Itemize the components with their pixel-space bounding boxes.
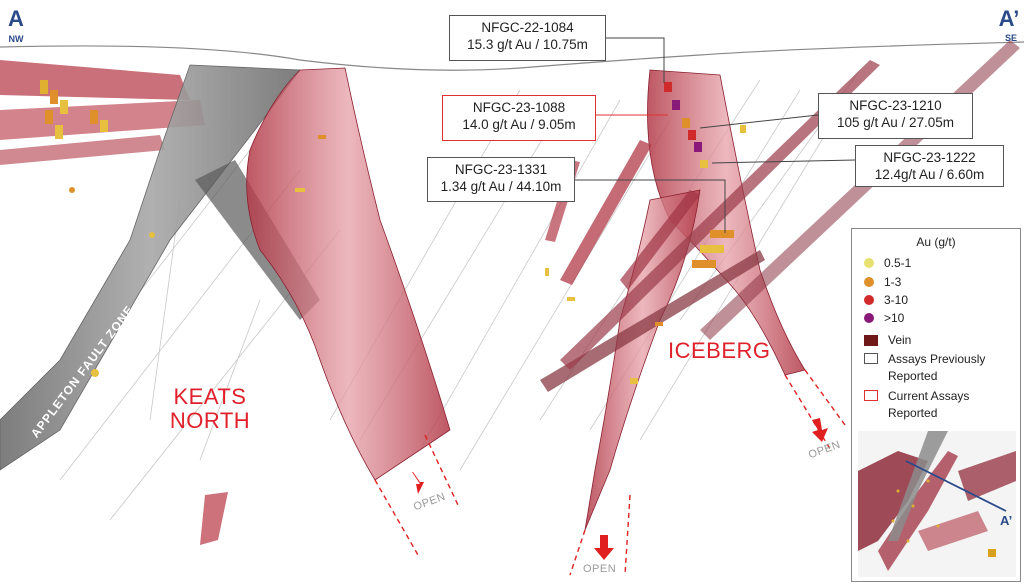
open-arrow-iceberg-south <box>594 535 614 560</box>
callout-nfgc-23-1331: NFGC-23-1331 1.34 g/t Au / 44.10m <box>427 157 575 202</box>
location-inset-map: A’ <box>858 431 1016 577</box>
callout-assay: 1.34 g/t Au / 44.10m <box>440 179 562 194</box>
legend-panel: Au (g/t) 0.5-1 1-3 3-10 >10 Vein Assays … <box>851 228 1021 582</box>
legend-current-line1: Current Assays <box>888 389 970 403</box>
legend-current-line2: Reported <box>888 406 938 420</box>
keats-label-line2: NORTH <box>169 408 251 433</box>
inset-map-graphic <box>858 431 1016 577</box>
red-dot-icon <box>864 295 874 305</box>
legend-grade-label: 3-10 <box>884 293 909 307</box>
open-arrow-iceberg-east <box>812 418 828 442</box>
section-start-label: A <box>8 6 24 31</box>
legend-current-assays: Current Assays Reported <box>864 388 969 422</box>
callout-hole-id: NFGC-22-1084 <box>481 20 574 35</box>
callout-hole-id: NFGC-23-1210 <box>849 98 942 113</box>
callout-nfgc-22-1084: NFGC-22-1084 15.3 g/t Au / 10.75m <box>449 15 606 61</box>
legend-grade-3-10: 3-10 <box>864 293 908 307</box>
callout-hole-id: NFGC-23-1331 <box>454 162 548 177</box>
vein-swatch-icon <box>864 335 878 346</box>
callout-nfgc-23-1222: NFGC-23-1222 12.4g/t Au / 6.60m <box>855 145 1004 187</box>
legend-grade-1-3: 1-3 <box>864 275 901 289</box>
keats-north-lower-vein <box>200 492 228 545</box>
legend-previous-line2: Reported <box>888 369 938 383</box>
section-end-label: A’ <box>998 6 1020 31</box>
callout-assay: 15.3 g/t Au / 10.75m <box>467 37 588 52</box>
callout-nfgc-23-1210: NFGC-23-1210 105 g/t Au / 27.05m <box>818 93 973 139</box>
callout-assay: 12.4g/t Au / 6.60m <box>874 167 985 182</box>
legend-title: Au (g/t) <box>916 235 956 249</box>
purple-dot-icon <box>864 313 874 323</box>
callout-hole-id: NFGC-23-1088 <box>472 100 566 115</box>
yellow-dot-icon <box>864 258 874 268</box>
legend-previous-line1: Assays Previously <box>888 352 986 366</box>
callout-hole-id: NFGC-23-1222 <box>883 150 976 165</box>
previous-box-icon <box>864 353 878 364</box>
legend-grade-label: 1-3 <box>884 275 902 289</box>
keats-north-label: KEATS NORTH <box>160 385 260 433</box>
keats-north-vein <box>246 67 451 481</box>
orange-dot-icon <box>864 277 874 287</box>
legend-grade-label: >10 <box>884 311 905 325</box>
legend-vein: Vein <box>864 333 911 347</box>
open-arrow-keats <box>412 472 424 494</box>
legend-grade-0-5-1: 0.5-1 <box>864 256 911 270</box>
callout-assay: 14.0 g/t Au / 9.05m <box>462 117 576 132</box>
legend-vein-label: Vein <box>888 333 912 347</box>
legend-grade-label: 0.5-1 <box>884 256 912 270</box>
current-box-icon <box>864 390 878 401</box>
callout-nfgc-23-1088: NFGC-23-1088 14.0 g/t Au / 9.05m <box>442 95 596 141</box>
topographic-surface <box>0 41 1024 71</box>
open-indicators <box>374 369 846 576</box>
callout-assay: 105 g/t Au / 27.05m <box>836 115 955 130</box>
legend-grade-over-10: >10 <box>864 311 904 325</box>
inset-section-label: A’ <box>1000 513 1013 528</box>
assay-markers <box>40 80 746 384</box>
callout-leaders <box>575 37 856 233</box>
section-end-direction: SE <box>1004 33 1017 43</box>
keats-label-line1: KEATS <box>173 384 247 409</box>
open-label-iceberg-south: OPEN <box>583 563 617 575</box>
iceberg-label: ICEBERG <box>668 338 771 363</box>
section-start-direction: NW <box>8 34 24 44</box>
legend-previous-assays: Assays Previously Reported <box>864 351 985 385</box>
